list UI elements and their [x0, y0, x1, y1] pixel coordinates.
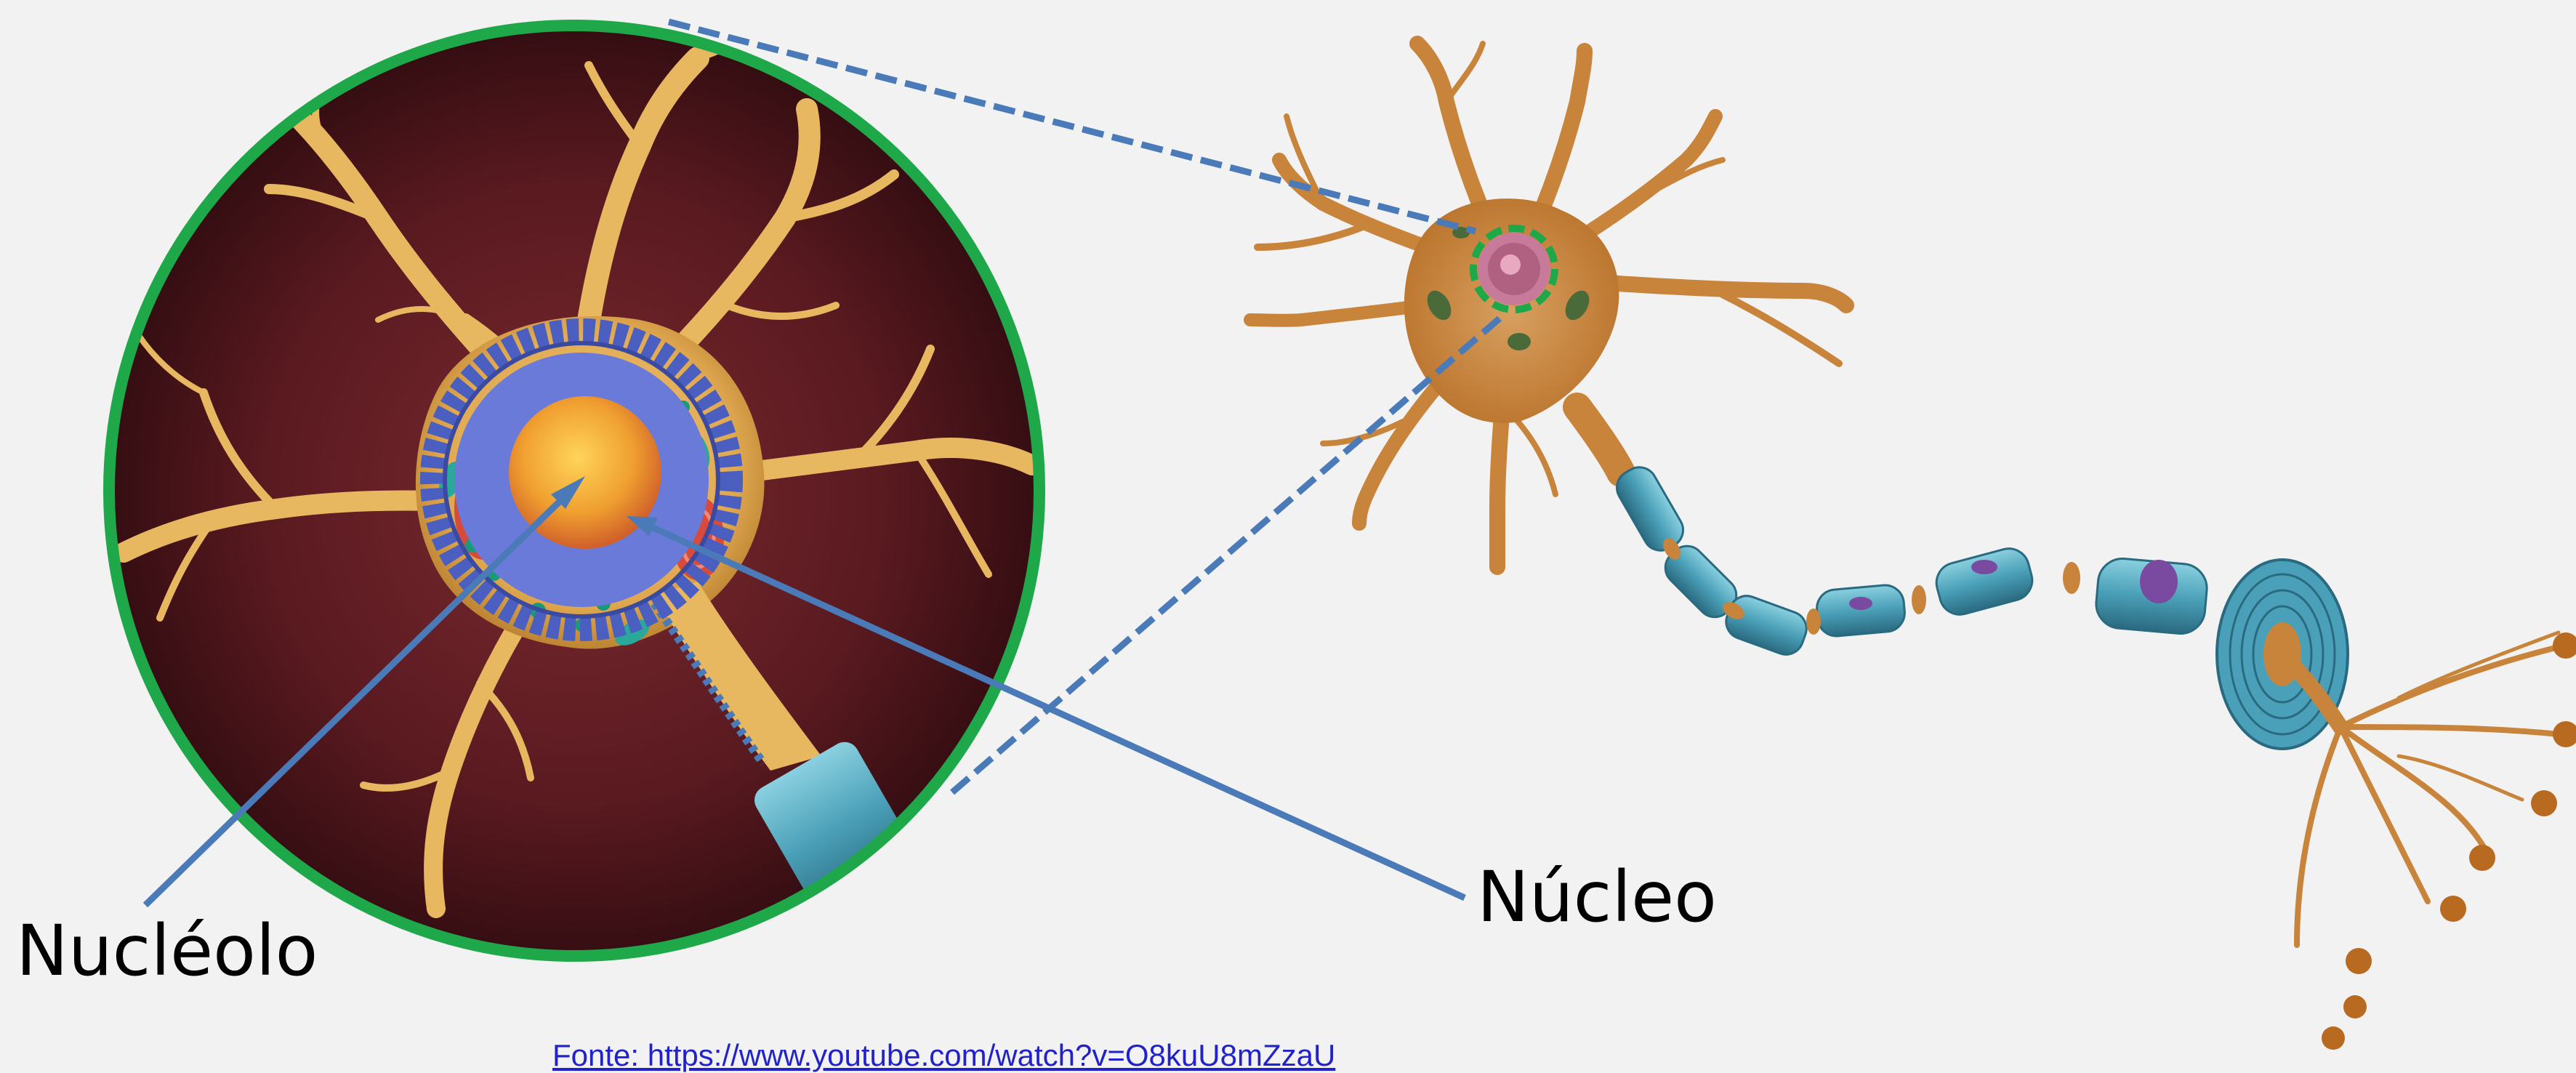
label-nucleo: Núcleo [1477, 862, 1717, 932]
source-link[interactable]: Fonte: https://www.youtube.com/watch?v=O… [552, 1038, 1335, 1073]
axon-hillock [1577, 407, 1621, 473]
synaptic-boutons [2322, 632, 2576, 1050]
label-nucleolo: Nucléolo [16, 916, 318, 986]
full-neuron [1250, 44, 2576, 1050]
myelin-sheath [1611, 461, 2209, 659]
